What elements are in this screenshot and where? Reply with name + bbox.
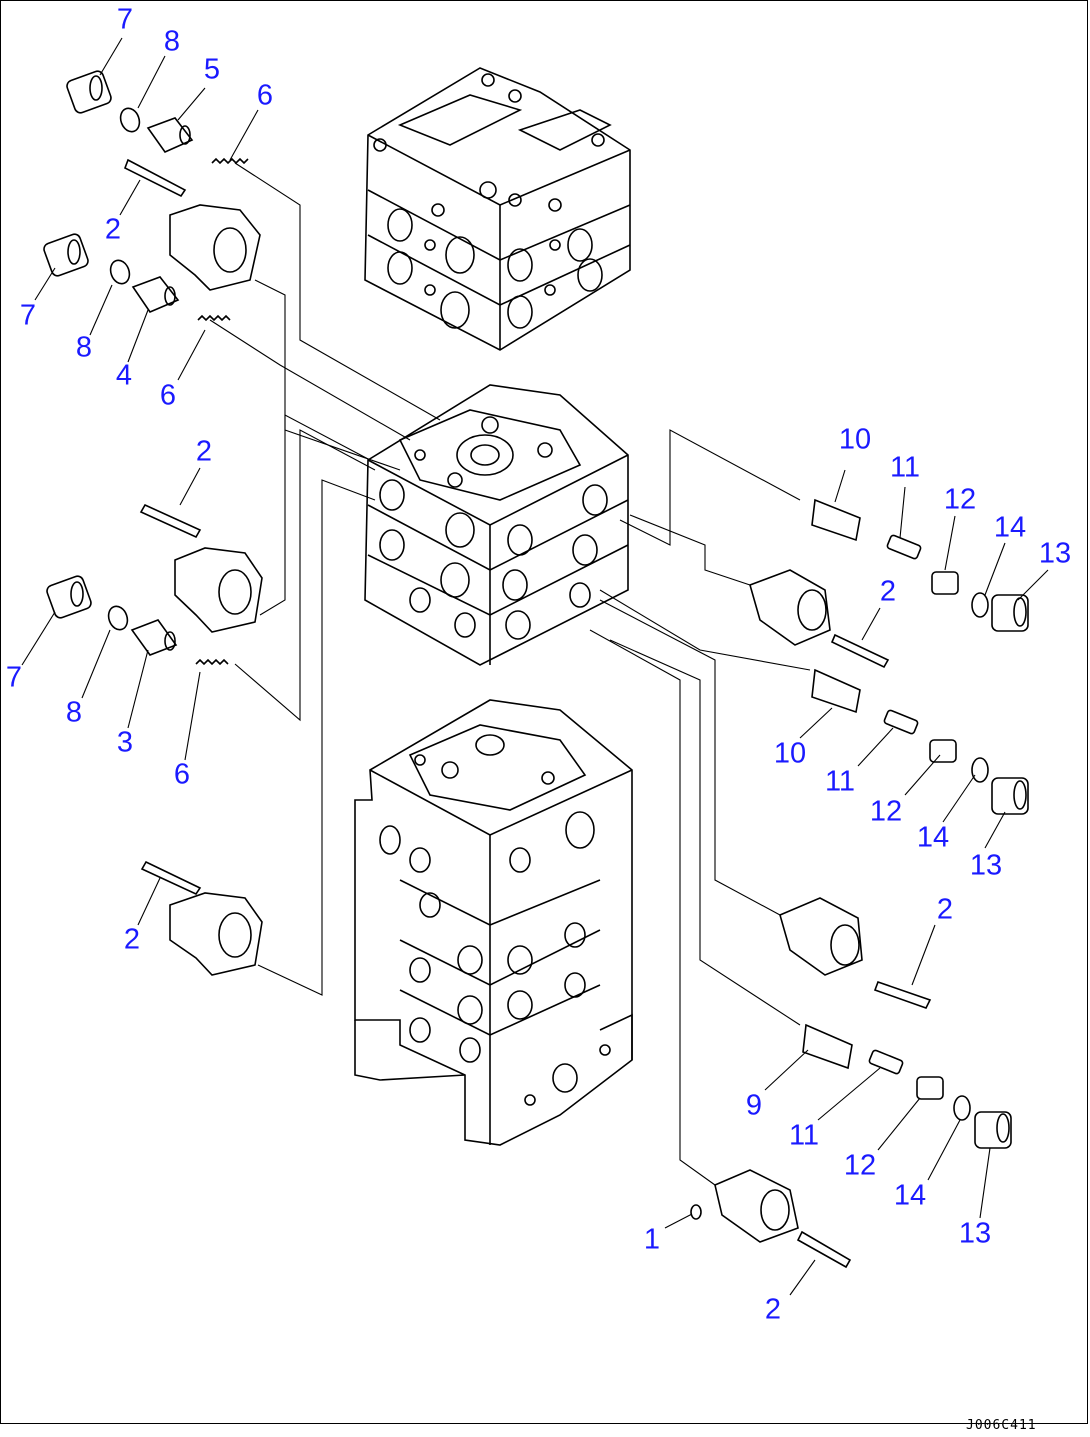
valve-block-top [364, 67, 631, 351]
callout-label: 12 [843, 1149, 877, 1182]
callout-label: 2 [879, 575, 897, 608]
left-parts [43, 70, 263, 976]
drawing-code: J006C411 [966, 1418, 1037, 1433]
callout-label: 13 [1038, 537, 1072, 570]
valve-block-bottom [354, 699, 633, 1146]
callout-label: 2 [936, 893, 954, 926]
callout-label: 4 [115, 359, 133, 392]
right-parts [690, 498, 1029, 1269]
callout-label: 1 [643, 1223, 661, 1256]
callout-label: 10 [773, 737, 807, 770]
callout-label: 2 [195, 435, 213, 468]
callout-label: 11 [788, 1119, 820, 1152]
callout-label: 11 [824, 765, 856, 798]
callout-label: 8 [163, 25, 181, 58]
callout-label: 10 [838, 423, 872, 456]
callout-label: 6 [256, 79, 274, 112]
callout-label: 14 [916, 821, 950, 854]
callout-label: 3 [116, 726, 134, 759]
callout-label: 7 [116, 3, 134, 36]
callout-label: 8 [65, 696, 83, 729]
callout-label: 11 [889, 451, 921, 484]
callout-label: 14 [993, 511, 1027, 544]
callout-label: 2 [104, 213, 122, 246]
callout-label: 6 [159, 379, 177, 412]
callout-label: 12 [943, 483, 977, 516]
callout-label: 14 [893, 1179, 927, 1212]
callout-label: 13 [958, 1217, 992, 1250]
callout-label: 2 [764, 1293, 782, 1326]
valve-block-middle [364, 384, 629, 666]
callout-label: 13 [969, 849, 1003, 882]
callout-leaders [21, 37, 1049, 1296]
assembly-lines [209, 162, 811, 1186]
callout-label: 7 [19, 299, 37, 332]
callout-label: 8 [75, 331, 93, 364]
callout-label: 2 [123, 923, 141, 956]
callout-label: 6 [173, 758, 191, 791]
callout-label: 7 [5, 661, 23, 694]
callout-label: 9 [745, 1089, 763, 1122]
callout-label: 5 [203, 53, 221, 86]
callout-label: 12 [869, 795, 903, 828]
